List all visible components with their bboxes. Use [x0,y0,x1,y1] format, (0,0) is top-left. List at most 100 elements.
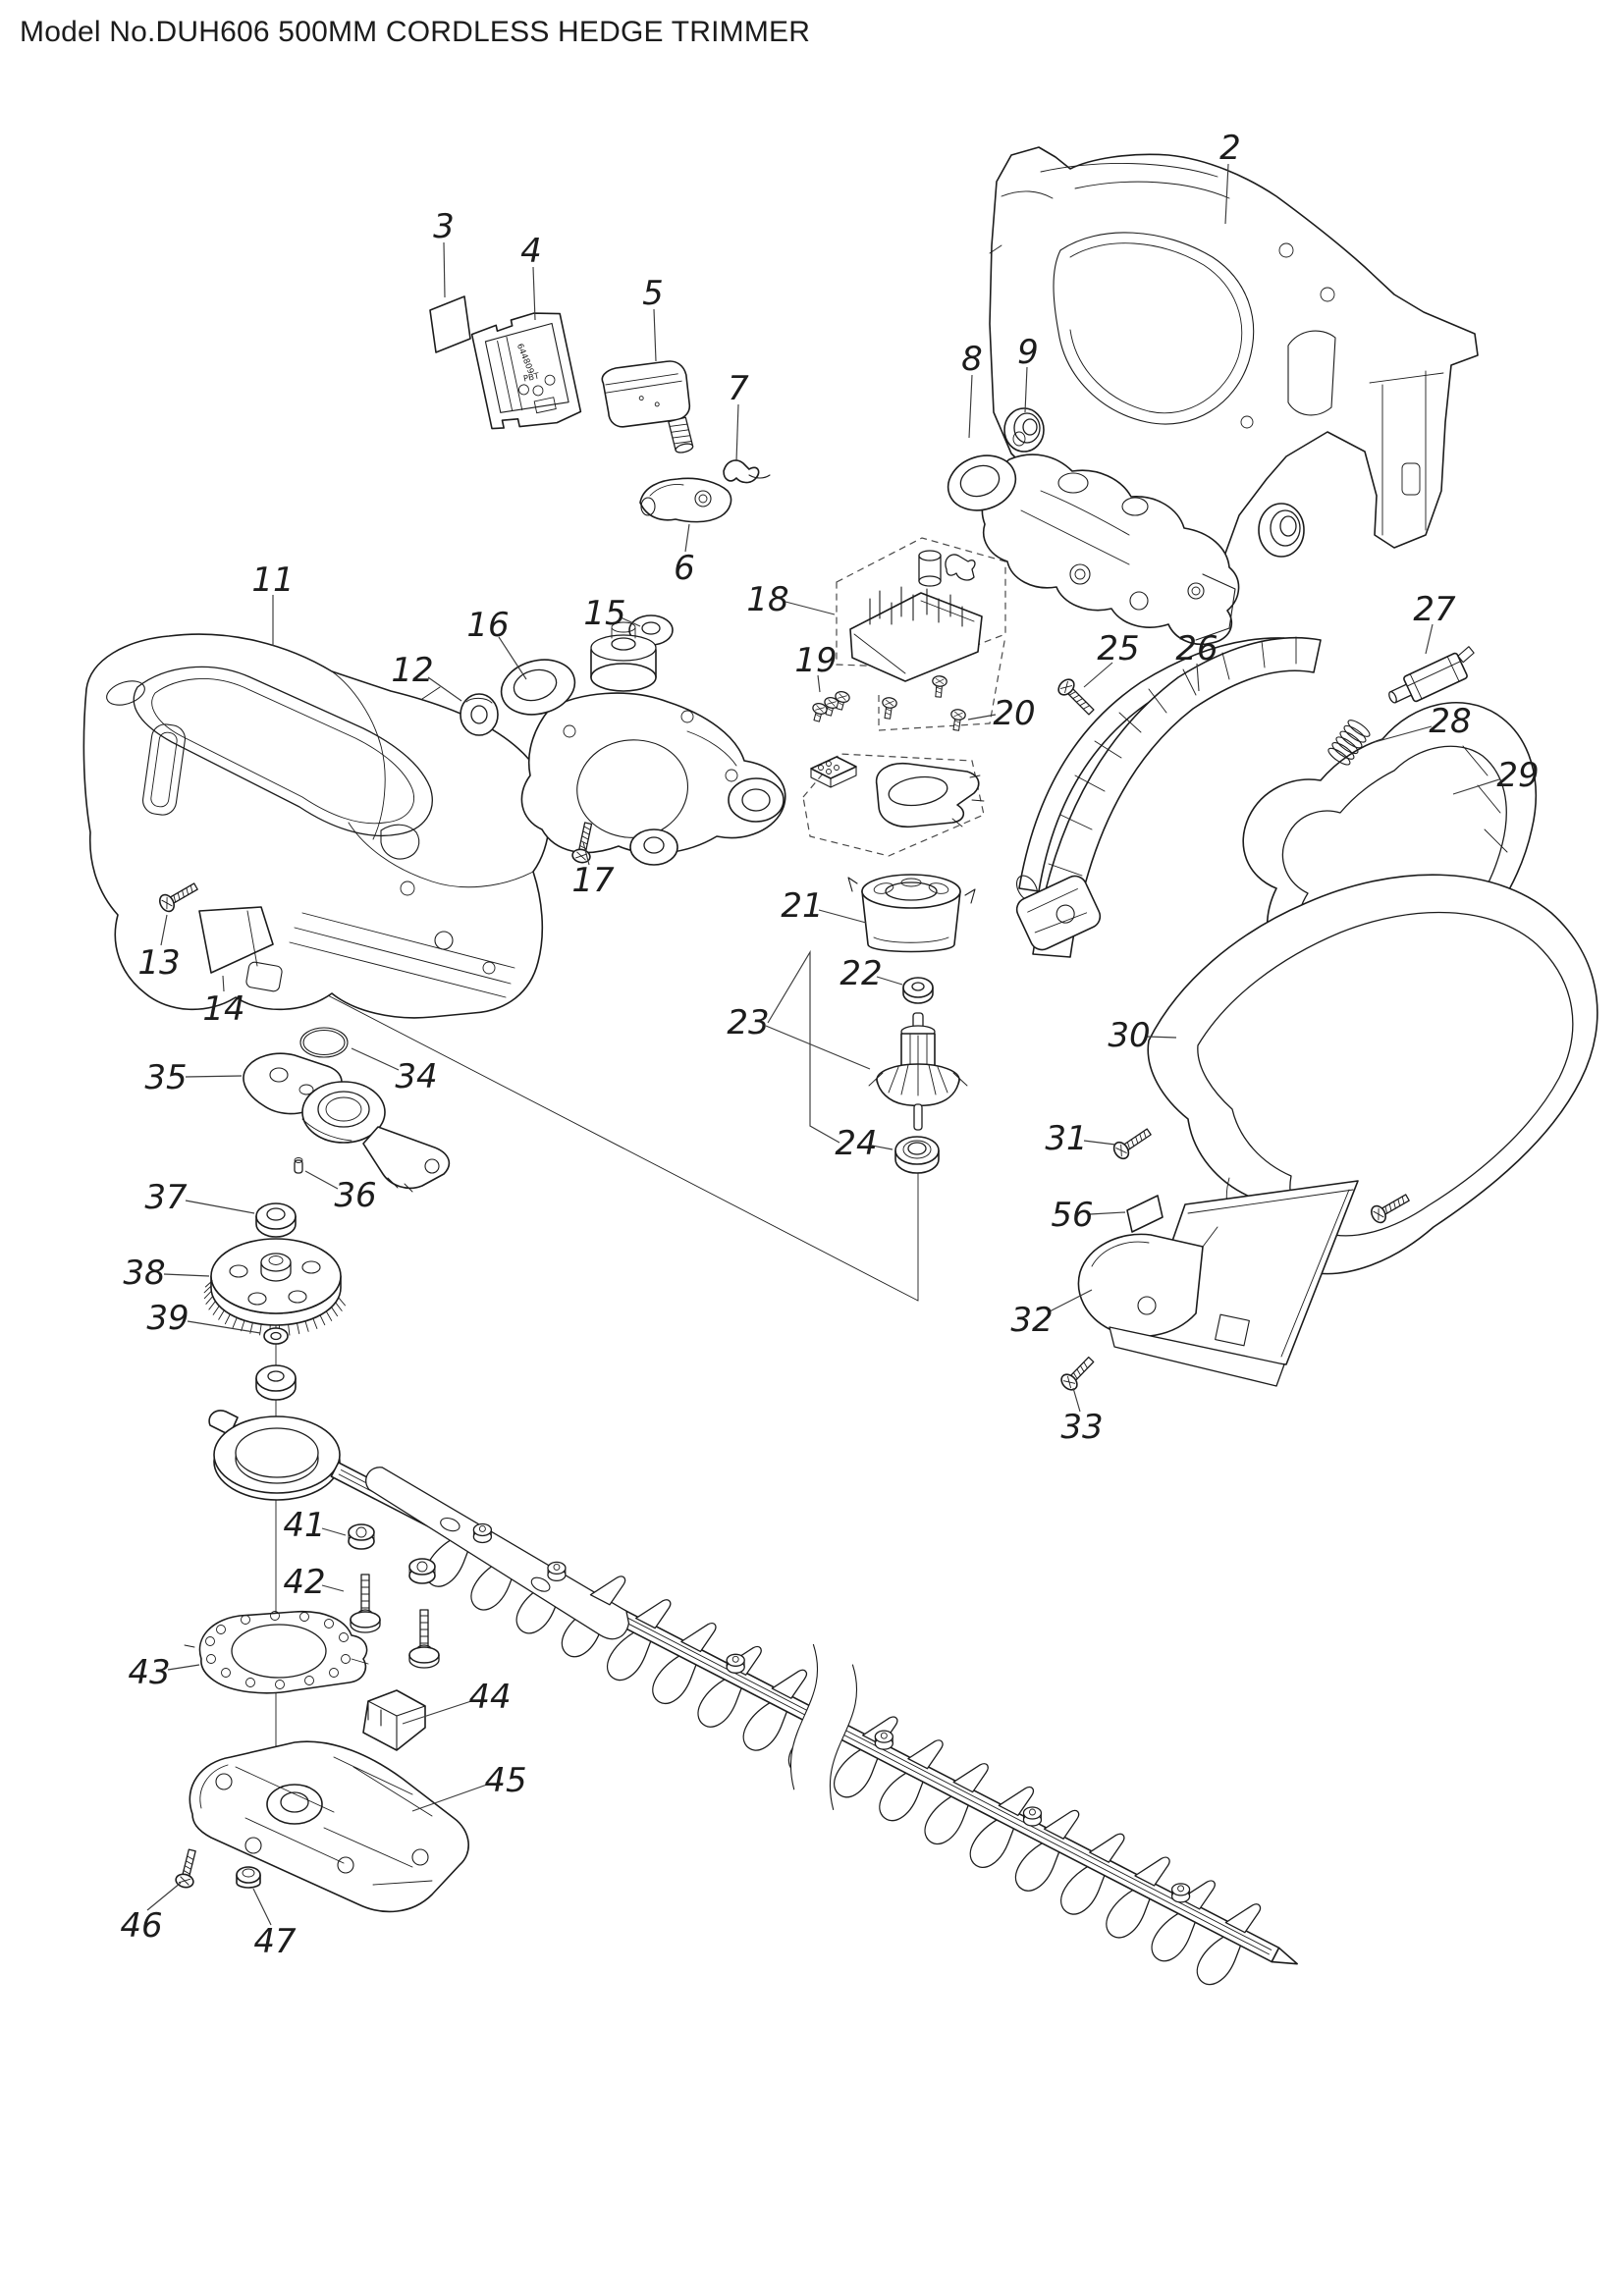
part-drawing-terminal-block [810,756,857,788]
part-drawing-grommet-12 [460,693,499,736]
part-leader-28 [1374,725,1433,743]
part-leader-2 [1224,163,1229,225]
screw-icon [950,709,966,731]
part-leader-38 [163,1273,210,1277]
part-number-20: 20 [993,694,1035,733]
part-drawing-gear-housing [500,621,786,866]
part-number-31: 31 [1045,1119,1087,1158]
part-drawing-label-56 [1126,1195,1164,1233]
screw-icon [932,675,947,698]
part-leader-16 [498,636,527,680]
part-number-42: 42 [283,1563,325,1602]
part-leader-18 [785,601,836,615]
screw-icon [175,1848,196,1889]
part-leader-29 [1452,778,1500,795]
part-drawing-gasket-plate [184,1610,369,1694]
part-leader-35 [185,1075,243,1078]
part-number-56: 56 [1051,1196,1093,1235]
part-number-26: 26 [1175,629,1218,668]
part-leader-23 [765,1025,871,1070]
part-drawing-pivot-bracket [947,454,1240,645]
part-number-38: 38 [123,1254,165,1293]
part-drawing-blade-ring [208,1410,341,1501]
part-leader-26 [1196,663,1200,692]
part-leader-45 [411,1784,488,1812]
part-number-44: 44 [468,1678,511,1717]
part-number-23: 23 [727,1003,769,1042]
part-drawing-bearing-24 [894,1136,940,1174]
part-drawing-crank-arm [243,1052,451,1193]
part-number-46: 46 [120,1906,162,1946]
part-drawing-chip-cover [1077,1180,1359,1387]
part-leader-14 [222,975,225,992]
part-number-15: 15 [583,594,625,633]
screw-icon [1370,1194,1410,1224]
part-drawing-pin [294,1157,303,1174]
part-leader-32 [1047,1289,1093,1313]
part-leader-6 [684,523,690,553]
screw-icon [835,691,850,711]
part-number-7: 7 [728,369,749,408]
part-number-47: 47 [253,1922,297,1961]
part-number-27: 27 [1413,590,1456,629]
part-drawing-front-housing [82,633,551,1019]
part-number-45: 45 [484,1761,526,1800]
part-drawing-grip-arc-lattice [1015,636,1322,958]
page-title: Model No.DUH606 500MM CORDLESS HEDGE TRI… [20,16,811,48]
part-leader-20 [967,714,997,721]
part-drawing-oring [299,1027,349,1058]
part-leader-56 [1089,1211,1126,1215]
part-drawing-bearing-40 [255,1364,297,1401]
part-number-24: 24 [835,1124,877,1163]
part-number-18: 18 [746,580,788,619]
part-leader-25 [1083,662,1113,688]
part-drawing-rear-handle-half-lower [1147,874,1598,1275]
part-number-19: 19 [794,641,837,680]
part-leader-43 [167,1664,200,1671]
part-drawing-controller [849,550,983,682]
blade-spine-nuts [472,1522,1191,1903]
part-number-33: 33 [1060,1408,1103,1447]
part-leader-33 [1072,1387,1081,1413]
switch-material-marking: PBT [522,371,541,384]
part-leader-41 [321,1527,347,1536]
part-number-29: 29 [1496,756,1539,795]
part-drawing-nameplate [429,295,471,353]
part-leader-15 [620,616,641,627]
part-drawing-cap-nut [236,1866,261,1889]
part-leader-4 [532,266,536,321]
screw-icon [571,822,593,864]
part-leader-17 [582,841,590,866]
part-leader-44 [402,1700,472,1725]
part-leader-9 [1024,366,1028,413]
part-number-43: 43 [128,1653,170,1692]
part-number-21: 21 [781,886,823,926]
controller-capacitor [918,550,942,587]
part-leader-24 [871,1145,893,1150]
screw-icon [882,697,897,720]
part-drawing-grommets-9 [1003,407,1305,558]
part-number-34: 34 [395,1057,437,1096]
screw-icon [1112,1128,1152,1160]
part-drawing-spring [1327,720,1371,766]
part-leader-7 [735,403,739,462]
part-number-11: 11 [251,561,294,600]
part-drawing-bolts-42 [350,1574,440,1669]
part-number-16: 16 [466,606,509,645]
part-leader-34 [351,1047,400,1071]
controller-pins [869,586,963,627]
part-drawing-label-14 [198,906,274,974]
part-leader-13 [160,914,168,946]
part-leader-36 [304,1170,339,1190]
part-leader-19 [817,674,821,693]
part-drawing-rotor [868,1012,968,1131]
part-leader-42 [321,1584,345,1592]
part-drawing-blade [330,1462,1298,1986]
part-number-28: 28 [1429,702,1471,741]
part-number-8: 8 [961,340,983,379]
part-drawing-brush-plate [875,762,985,828]
part-number-5: 5 [642,274,664,313]
part-drawing-base-plate [189,1740,469,1913]
